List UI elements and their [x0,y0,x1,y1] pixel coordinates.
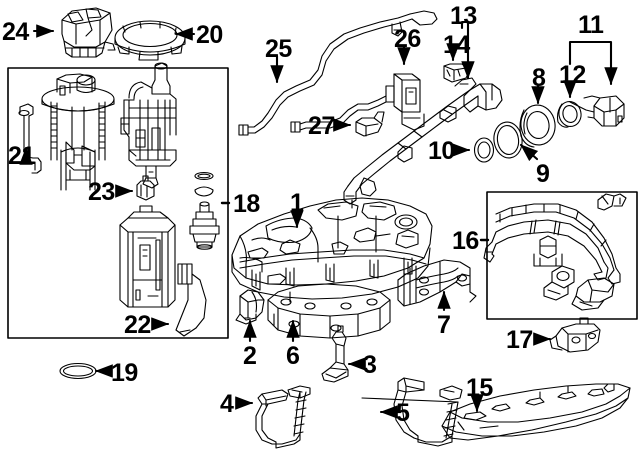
callout-label-11: 11 [578,11,604,39]
callout-label-20: 20 [196,21,223,49]
part-tank-heat-shield-front [267,283,391,339]
part-tank-strap-right [361,377,463,447]
callout-label-24: 24 [2,18,29,46]
part-tank-strap-left [255,385,311,449]
part-fuel-pump-bracket-top [61,7,116,58]
callout-label-12: 12 [559,61,586,89]
part-fuel-pump-module-right [120,62,177,189]
part-fuel-pump-module-left [41,73,115,191]
callout-label-19: 19 [111,359,138,387]
callout-label-13: 13 [450,2,477,30]
callout-label-14: 14 [443,31,470,59]
callout-label-1: 1 [290,189,304,217]
part-tank-lower-shield [441,383,631,441]
part-filler-pipe-assembly [343,77,503,209]
callout-label-22: 22 [124,311,151,339]
callout-label-4: 4 [220,390,234,418]
filler-hose-panel [486,191,638,320]
part-fuel-tank-valve [189,171,220,250]
callout-label-6: 6 [286,342,300,370]
part-fuel-vapor-hose-long [238,10,438,136]
part-tank-heat-shield-rear [397,259,477,307]
callout-label-7: 7 [437,311,451,339]
callout-label-2: 2 [243,342,257,370]
callout-label-25: 25 [265,35,292,63]
callout-label-8: 8 [532,64,546,92]
part-filler-neck-gasket [493,121,523,159]
callout-label-10: 10 [428,137,455,165]
part-tank-protector-bracket [235,289,265,325]
part-fuel-sender-wire [175,263,207,337]
part-fuel-pump-lock-ring [114,20,186,61]
callout-label-5: 5 [396,399,410,427]
callout-label-23: 23 [88,178,115,206]
callout-label-16: 16 [452,227,479,255]
callout-label-18: 18 [233,190,260,218]
callout-label-3: 3 [363,351,377,379]
part-filler-o-ring-small [473,137,495,163]
callout-label-17: 17 [506,326,533,354]
part-fuel-cap-gasket [556,101,582,128]
part-filler-pipe-clamp [443,63,471,83]
part-tank-support-bracket [321,325,349,383]
callout-label-21: 21 [8,142,35,170]
part-fuel-pump-canister [119,205,176,308]
callout-label-26: 26 [394,25,421,53]
callout-arrows [19,20,618,419]
part-fuel-pump-filter [136,175,155,201]
callout-label-27: 27 [308,112,335,140]
fuel-pump-assembly-panel [7,67,229,339]
part-hose-clamp-bracket [549,317,601,353]
part-vapor-canister-valve [290,73,425,133]
part-tank-seal-ring [59,362,97,380]
part-filler-neck-seal-large [519,104,556,148]
callout-label-9: 9 [536,160,550,188]
part-hose-connector-elbow [355,111,385,137]
callout-label-15: 15 [466,374,493,402]
part-fuel-cap-assembly [569,95,625,127]
part-filler-hose-set [483,193,627,311]
